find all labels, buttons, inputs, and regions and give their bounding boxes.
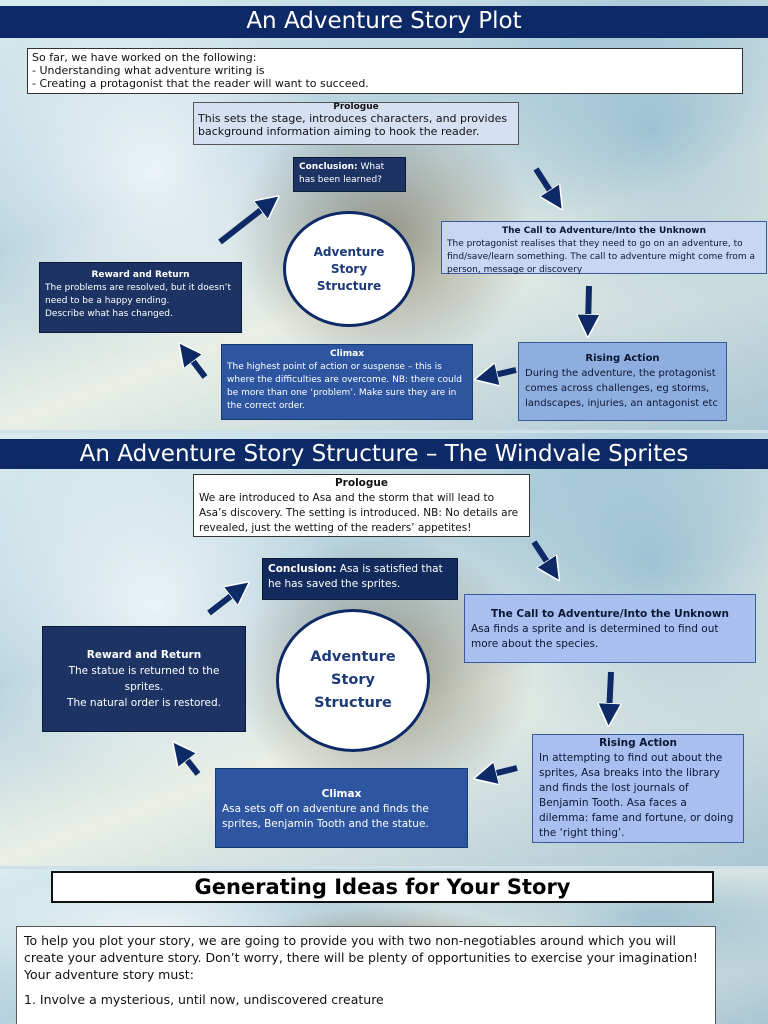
call-box-2: The Call to Adventure/Into the Unknown A… <box>464 594 756 663</box>
reward-heading: Reward and Return <box>91 270 190 280</box>
climax-text-2: Asa sets off on adventure and finds the … <box>222 803 429 830</box>
reward-box-2: Reward and Return The statue is returned… <box>42 626 246 732</box>
arrow-prologue-to-call <box>533 167 556 200</box>
rising-text: During the adventure, the protagonist co… <box>525 368 718 409</box>
slide-2: An Adventure Story Structure – The Windv… <box>0 433 768 866</box>
slide-3-title: Generating Ideas for Your Story <box>51 871 714 903</box>
arrow-call-to-rising <box>588 285 589 326</box>
arrow-prologue-to-call-2 <box>531 540 553 571</box>
prologue-text-2: We are introduced to Asa and the storm t… <box>199 492 519 534</box>
rising-heading-2: Rising Action <box>599 737 677 749</box>
call-text: The protagonist realises that they need … <box>447 239 756 275</box>
arrow-climax-to-reward-2 <box>180 751 201 776</box>
conclusion-box-2: Conclusion: Asa is satisfied that he has… <box>262 558 458 600</box>
reward-text-1-2: The statue is returned to the sprites. <box>68 665 220 693</box>
center-line-3: Structure <box>316 278 382 293</box>
conclusion-text-2: Asa is satisfied that he has saved the s… <box>268 563 443 590</box>
arrow-call-to-rising-2 <box>609 671 611 715</box>
call-heading-2: The Call to Adventure/Into the Unknown <box>490 608 730 620</box>
conclusion-heading-2: Conclusion: <box>268 563 337 575</box>
slide-1-title: An Adventure Story Plot <box>0 6 768 38</box>
prologue-heading-2: Prologue <box>334 477 388 489</box>
center-line-1-2: Adventure <box>310 649 396 665</box>
intro-line-2: - Understanding what adventure writing i… <box>32 64 265 77</box>
intro-box: So far, we have worked on the following:… <box>27 48 743 94</box>
prologue-box: Prologue This sets the stage, introduces… <box>193 102 519 145</box>
call-box: The Call to Adventure/Into the Unknown T… <box>441 221 767 275</box>
center-circle-2: Adventure Story Structure <box>276 609 430 752</box>
slide-2-arrows <box>0 540 768 866</box>
slide-3-list-item-1: 1. Involve a mysterious, until now, undi… <box>24 992 384 1007</box>
intro-line-3: - Creating a protagonist that the reader… <box>32 77 369 90</box>
center-circle: Adventure Story Structure <box>283 211 415 327</box>
center-line-3-2: Structure <box>314 695 392 711</box>
slide-1: An Adventure Story Plot So far, we have … <box>0 0 768 430</box>
call-heading: The Call to Adventure/Into the Unknown <box>501 226 707 236</box>
arrow-rising-to-climax <box>486 370 517 377</box>
slide-3-textbox: To help you plot your story, we are goin… <box>16 926 716 1024</box>
reward-text-1: The problems are resolved, but it doesn’… <box>45 283 232 306</box>
climax-heading-2: Climax <box>321 788 362 800</box>
climax-heading: Climax <box>329 349 365 359</box>
reward-text-2: Describe what has changed. <box>45 309 173 319</box>
center-line-2-2: Story <box>331 672 375 688</box>
center-line-1: Adventure <box>313 244 385 259</box>
prologue-heading: Prologue <box>333 102 379 112</box>
slide-3-paragraph: To help you plot your story, we are goin… <box>24 933 698 982</box>
call-text-2: Asa finds a sprite and is determined to … <box>471 623 719 650</box>
reward-heading-2: Reward and Return <box>86 649 202 661</box>
slide-2-title: An Adventure Story Structure – The Windv… <box>0 439 768 469</box>
intro-line-1: So far, we have worked on the following: <box>32 51 257 64</box>
arrow-reward-to-conclusion-2 <box>207 589 240 616</box>
rising-box-2: Rising Action In attempting to find out … <box>532 734 744 843</box>
arrow-rising-to-climax-2 <box>485 768 518 776</box>
arrow-climax-to-reward <box>186 352 208 379</box>
prologue-text: This sets the stage, introduces characte… <box>198 112 508 138</box>
conclusion-text: What has been learned? <box>299 162 385 185</box>
rising-text-2: In attempting to find out about the spri… <box>539 752 734 839</box>
arrow-reward-to-conclusion <box>218 203 270 245</box>
rising-box: Rising Action During the adventure, the … <box>518 342 727 421</box>
center-line-2: Story <box>330 261 368 276</box>
climax-text: The highest point of action or suspense … <box>227 362 462 411</box>
conclusion-box: Conclusion: What has been learned? <box>293 157 406 192</box>
reward-box: Reward and Return The problems are resol… <box>39 262 242 333</box>
slide-1-arrows <box>0 167 768 430</box>
rising-heading: Rising Action <box>585 353 660 364</box>
conclusion-heading: Conclusion: <box>299 162 358 172</box>
climax-box-2: Climax Asa sets off on adventure and fin… <box>215 768 468 848</box>
climax-box: Climax The highest point of action or su… <box>221 344 473 420</box>
prologue-box-2: Prologue We are introduced to Asa and th… <box>193 474 530 537</box>
reward-text-2-2: The natural order is restored. <box>67 697 221 709</box>
